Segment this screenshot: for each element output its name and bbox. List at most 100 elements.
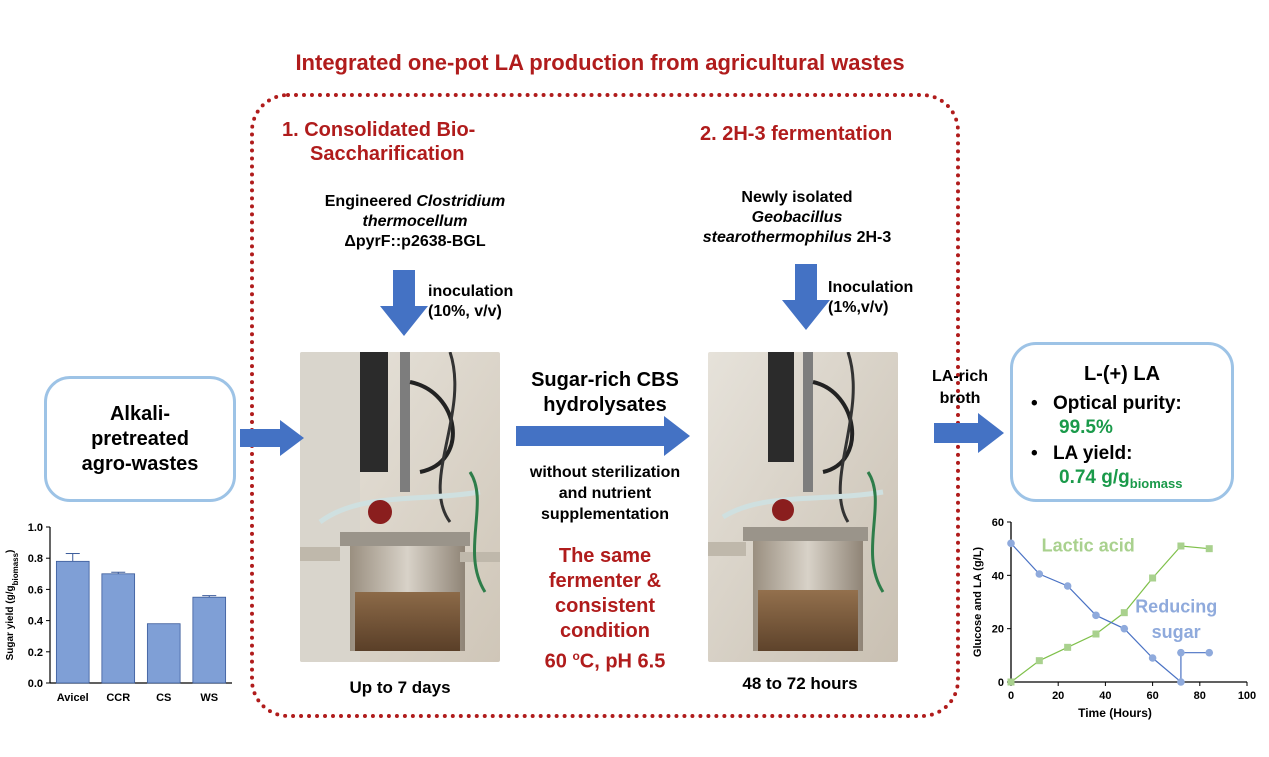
lactic-acid-point <box>1177 542 1185 550</box>
step1-inoculation: inoculation (10%, v/v) <box>428 282 513 322</box>
bar-y-axis-label: Sugar yield (g/gbiomass) <box>5 550 20 661</box>
same-line3: consistent <box>554 595 656 617</box>
step1-title-line2: Saccharification <box>310 143 465 165</box>
feedstock-box: Alkali- pretreated agro-wastes <box>44 376 236 502</box>
line-y-tick-label: 20 <box>992 624 1004 636</box>
bar-y-tick-label: 1.0 <box>28 522 43 534</box>
bar-cs <box>146 623 181 684</box>
lactic-acid-point <box>1064 643 1072 651</box>
temp-ph: C, pH 6.5 <box>579 650 666 673</box>
purity-label: Optical purity: <box>1052 393 1182 414</box>
reducing-sugar-label-1: Reducing <box>1135 597 1217 617</box>
lactic-acid-label: Lactic acid <box>1042 535 1135 555</box>
lactic-acid-point <box>1092 630 1100 638</box>
step2-duration: 48 to 72 hours <box>742 674 858 693</box>
result-bullet-1: • Optical purity: <box>1031 393 1182 415</box>
bar-avicel <box>55 560 90 684</box>
line-y-tick-label: 40 <box>992 570 1004 582</box>
same-line4: condition <box>560 620 650 642</box>
fermenter-photo-1 <box>300 352 500 662</box>
bar-ws <box>192 596 227 684</box>
step2-inoculation: Inoculation (1%,v/v) <box>828 278 913 318</box>
step1-org-strain: ΔpyrF::p2638-BGL <box>344 233 486 250</box>
reducing-sugar-point <box>1092 611 1100 620</box>
step1-duration: Up to 7 days <box>349 678 451 697</box>
line-y-tick-label: 60 <box>992 517 1004 529</box>
result-box: L-(+) LA • Optical purity: 99.5% • LA yi… <box>1010 342 1234 502</box>
broth-line1: LA-rich <box>932 368 988 385</box>
main-title: Integrated one-pot LA production from ag… <box>295 50 905 75</box>
step1-inoc-line2: (10%, v/v) <box>428 303 502 320</box>
bullet-dot: • <box>1031 443 1038 464</box>
step2-org-species: stearothermophilus <box>702 229 853 246</box>
feedstock-line2: pretreated <box>91 427 189 450</box>
one-pot-frame <box>250 93 960 718</box>
same-line2: fermenter & <box>548 570 662 592</box>
step1-title: 1. Consolidated Bio- Saccharification <box>282 118 475 166</box>
reducing-sugar-point <box>1035 570 1044 578</box>
bar-y-tick-label: 0.8 <box>28 553 43 565</box>
result-title: L-(+) LA <box>1083 363 1161 385</box>
feedstock-line1: Alkali- <box>109 402 171 425</box>
degree-sup: o <box>572 649 580 663</box>
bar-y-tick-label: 0.6 <box>28 584 43 596</box>
step2-org-strain: 2H-3 <box>856 229 892 246</box>
condition-line3: supplementation <box>540 506 669 523</box>
line-x-tick-label: 80 <box>1194 690 1206 702</box>
line-x-axis-label: Time (Hours) <box>1078 706 1152 720</box>
step1-down-arrow <box>380 270 428 336</box>
hydrolysate-line1: Sugar-rich CBS <box>531 369 679 391</box>
line-y-tick-label: 0 <box>998 677 1004 689</box>
step2-inoc-line2: (1%,v/v) <box>828 299 889 316</box>
bar-x-tick-label: WS <box>200 692 218 704</box>
bar-ccr <box>101 573 136 684</box>
lactic-acid-point <box>1035 657 1043 665</box>
step1-org-species: thermocellum <box>362 213 468 230</box>
lactic-acid-point <box>1007 678 1015 686</box>
yield-sub: biomass <box>1129 475 1183 491</box>
step2-organism: Newly isolated Geobacillus stearothermop… <box>672 188 922 248</box>
step2-org-genus: Geobacillus <box>751 209 843 226</box>
fermenter-1-illustration <box>300 352 500 662</box>
yield-value: 0.74 g/gbiomass <box>1059 467 1183 491</box>
step1-title-line1: 1. Consolidated Bio- <box>282 119 476 141</box>
reducing-sugar-point <box>1148 654 1157 662</box>
line-x-tick-label: 0 <box>1008 690 1014 702</box>
same-line5: 60 oC, pH 6.5 <box>510 644 700 675</box>
bar-y-tick-label: 0.4 <box>28 616 44 628</box>
same-fermenter-note: The same fermenter & consistent conditio… <box>510 544 700 675</box>
hydrolysate-label: Sugar-rich CBS hydrolysates <box>500 368 710 418</box>
lactic-acid-point <box>1120 609 1128 617</box>
line-x-tick-label: 60 <box>1146 690 1158 702</box>
bar-x-tick-label: CS <box>156 692 171 704</box>
temp-value: 60 <box>544 650 573 673</box>
bar-x-tick-label: CCR <box>106 692 130 704</box>
step2-inoc-line1: Inoculation <box>828 279 914 296</box>
bullet-dot: • <box>1031 393 1038 414</box>
bar-y-tick-label: 0.2 <box>28 647 43 659</box>
step1-inoc-line1: inoculation <box>428 283 514 300</box>
step1-organism: Engineered Clostridium thermocellum Δpyr… <box>290 192 540 252</box>
step2-title: 2. 2H-3 fermentation <box>700 123 893 145</box>
lactic-acid-point <box>1149 574 1157 582</box>
reducing-sugar-point <box>1063 582 1072 590</box>
feed-arrow <box>240 420 304 456</box>
condition-line2: and nutrient <box>558 485 652 502</box>
lactic-acid-point <box>1205 545 1213 553</box>
broth-line2: broth <box>939 390 981 407</box>
purity-value: 99.5% <box>1059 417 1113 438</box>
reducing-sugar-label-2: sugar <box>1152 622 1201 642</box>
fermenter-2-illustration <box>708 352 898 662</box>
reducing-sugar-point <box>1177 648 1185 657</box>
step1-org-prefix: Engineered <box>324 193 412 210</box>
hydrolysate-line2: hydrolysates <box>543 394 667 416</box>
result-bullet-2: • LA yield: <box>1031 443 1132 465</box>
series-line-lactic-acid <box>1010 545 1210 683</box>
fermenter-photo-2 <box>708 352 898 662</box>
yield-label: LA yield: <box>1052 443 1133 464</box>
condition-note: without sterilization and nutrient suppl… <box>500 462 710 525</box>
line-x-tick-label: 20 <box>1052 690 1064 702</box>
condition-line1: without sterilization <box>529 464 681 481</box>
